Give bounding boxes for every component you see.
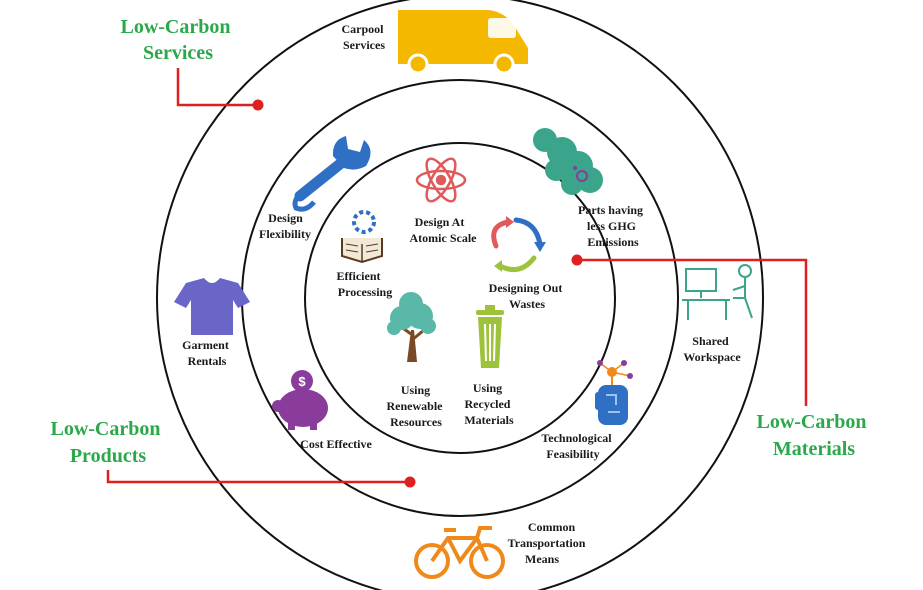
category-materials-label: Low-Carbon Materials — [756, 411, 871, 460]
garment-label: Garment Rentals — [182, 338, 232, 368]
designing-out-wastes-label: Designing Out Wastes — [489, 281, 566, 311]
recycle-arrowhead-2 — [534, 242, 546, 252]
category-products-label: Low-Carbon Products — [50, 418, 165, 467]
connector-materials — [571, 254, 808, 406]
workstation-icon — [682, 264, 753, 320]
bicycle-icon — [414, 526, 505, 579]
piggy-dollar-glyph: $ — [298, 374, 306, 389]
inner-ring — [304, 142, 616, 454]
transport-label: Common Transportation Means — [508, 520, 589, 566]
recycle-arrowhead-1 — [506, 216, 514, 228]
cost-effective-label: Cost Effective — [300, 437, 372, 451]
recycle-arrowhead-3 — [494, 260, 502, 272]
atomic-scale-label: Design At Atomic Scale — [410, 215, 478, 245]
van-icon — [398, 10, 528, 75]
connector-products — [106, 470, 416, 488]
circuit-hand-icon — [595, 360, 633, 425]
technological-label: Technological Feasibility — [541, 431, 614, 461]
carpool-label: Carpool Services — [342, 22, 387, 52]
atom-icon — [415, 157, 467, 203]
workspace-label: Shared Workspace — [683, 334, 741, 364]
ghg-label: Parts having less GHG Emissions — [578, 203, 646, 249]
shirt-icon — [174, 278, 250, 335]
gas-cloud-icon — [533, 128, 603, 195]
outer-ring — [156, 0, 764, 590]
renewable-resources-label: Using Renewable Resources — [387, 383, 446, 429]
recycled-materials-label: Using Recycled Materials — [464, 381, 514, 427]
piggy-bank-icon — [272, 370, 328, 430]
factory-book-icon — [341, 210, 383, 264]
recycle-bin-icon — [476, 305, 504, 368]
design-flexibility-label: Design Flexibility — [259, 211, 311, 241]
tree-icon — [387, 292, 436, 362]
recycle-arrows-icon — [491, 217, 543, 273]
category-services-label: Low-Carbon Services — [120, 16, 235, 64]
wrench-icon — [292, 136, 371, 212]
efficient-processing-label: Efficient Processing — [337, 269, 393, 299]
connector-services — [176, 68, 264, 111]
